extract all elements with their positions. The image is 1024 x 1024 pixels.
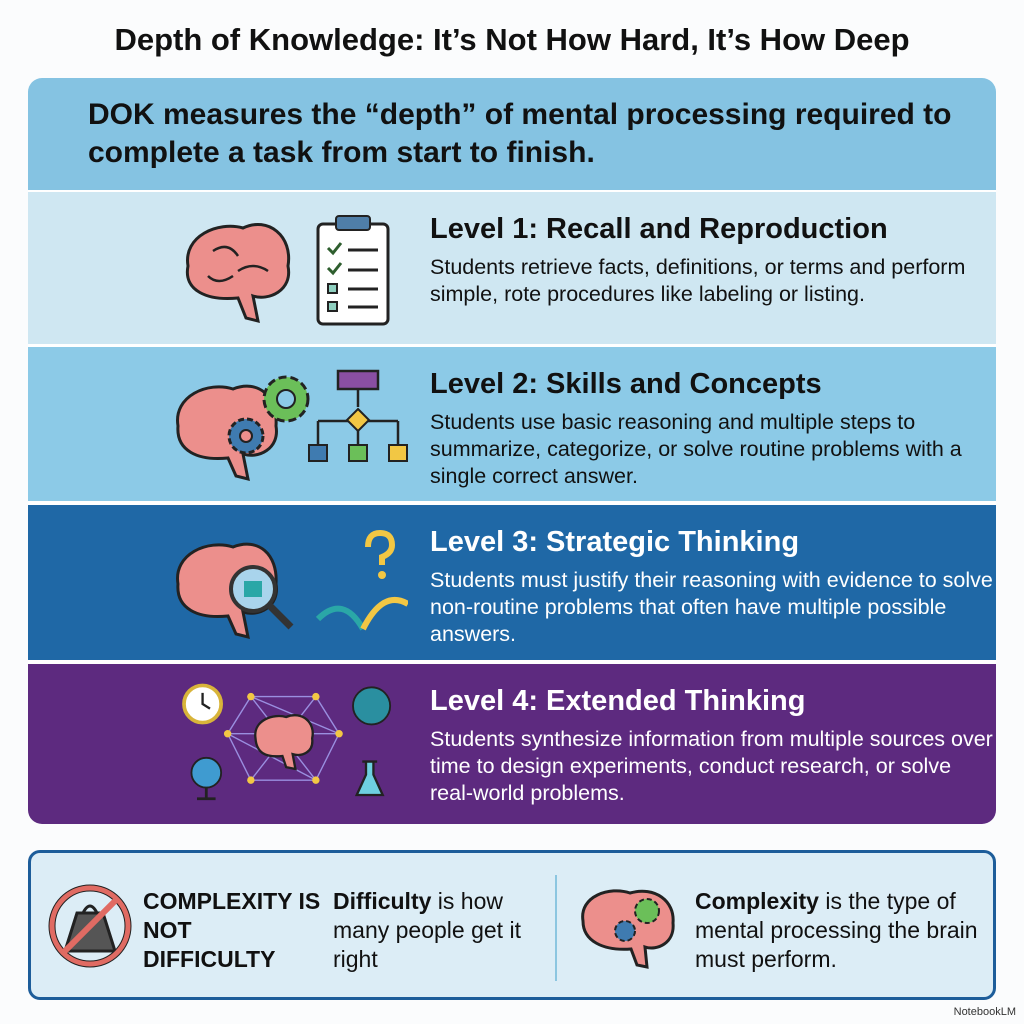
complexity-term: Complexity (695, 888, 819, 914)
no-weight-icon (48, 884, 132, 968)
notebooklm-watermark: NotebookLM (953, 1006, 1016, 1018)
complexity-heading: COMPLEXITY IS NOT DIFFICULTY (143, 888, 321, 972)
page-title: Depth of Knowledge: It’s Not How Hard, I… (114, 22, 910, 57)
level-3-description: Students must justify their reasoning wi… (430, 568, 993, 646)
difficulty-text: is how many people get it right (333, 888, 521, 972)
brain-network-icon (182, 683, 392, 801)
level-4-description: Students synthesize information from mul… (430, 727, 993, 805)
dok-panel: DOK measures the “depth” of mental proce… (28, 78, 996, 824)
level-1-band: Level 1: Recall and Reproduction Student… (28, 192, 996, 344)
divider (555, 875, 557, 981)
level-4-band: Level 4: Extended Thinking Students synt… (28, 664, 996, 824)
brain-magnifier-question-icon (176, 529, 408, 640)
level-3-title: Level 3: Strategic Thinking (430, 526, 800, 558)
complexity-vs-difficulty-box: COMPLEXITY IS NOT DIFFICULTY Difficulty … (28, 850, 996, 1000)
complexity-definition: Complexity is the type of mental process… (695, 887, 991, 974)
question-mark-icon (365, 529, 396, 565)
level-4-title: Level 4: Extended Thinking (430, 685, 806, 717)
level-2-title: Level 2: Skills and Concepts (430, 368, 822, 400)
level-2-band: Level 2: Skills and Concepts Students us… (28, 347, 996, 501)
level-2-description: Students use basic reasoning and multipl… (430, 410, 962, 488)
level-3-band: Level 3: Strategic Thinking Students mus… (28, 505, 996, 660)
brain-clipboard-icon (185, 215, 390, 326)
complexity-text: is the type of mental processing the bra… (695, 888, 978, 972)
brain-gears-flowchart-icon (176, 369, 408, 482)
level-1-description: Students retrieve facts, definitions, or… (430, 255, 966, 306)
difficulty-definition: Difficulty is how many people get it rig… (333, 887, 548, 974)
difficulty-term: Difficulty (333, 888, 432, 914)
brain-gears-icon (581, 889, 675, 969)
intro-banner: DOK measures the “depth” of mental proce… (28, 78, 996, 190)
level-1-title: Level 1: Recall and Reproduction (430, 213, 888, 245)
